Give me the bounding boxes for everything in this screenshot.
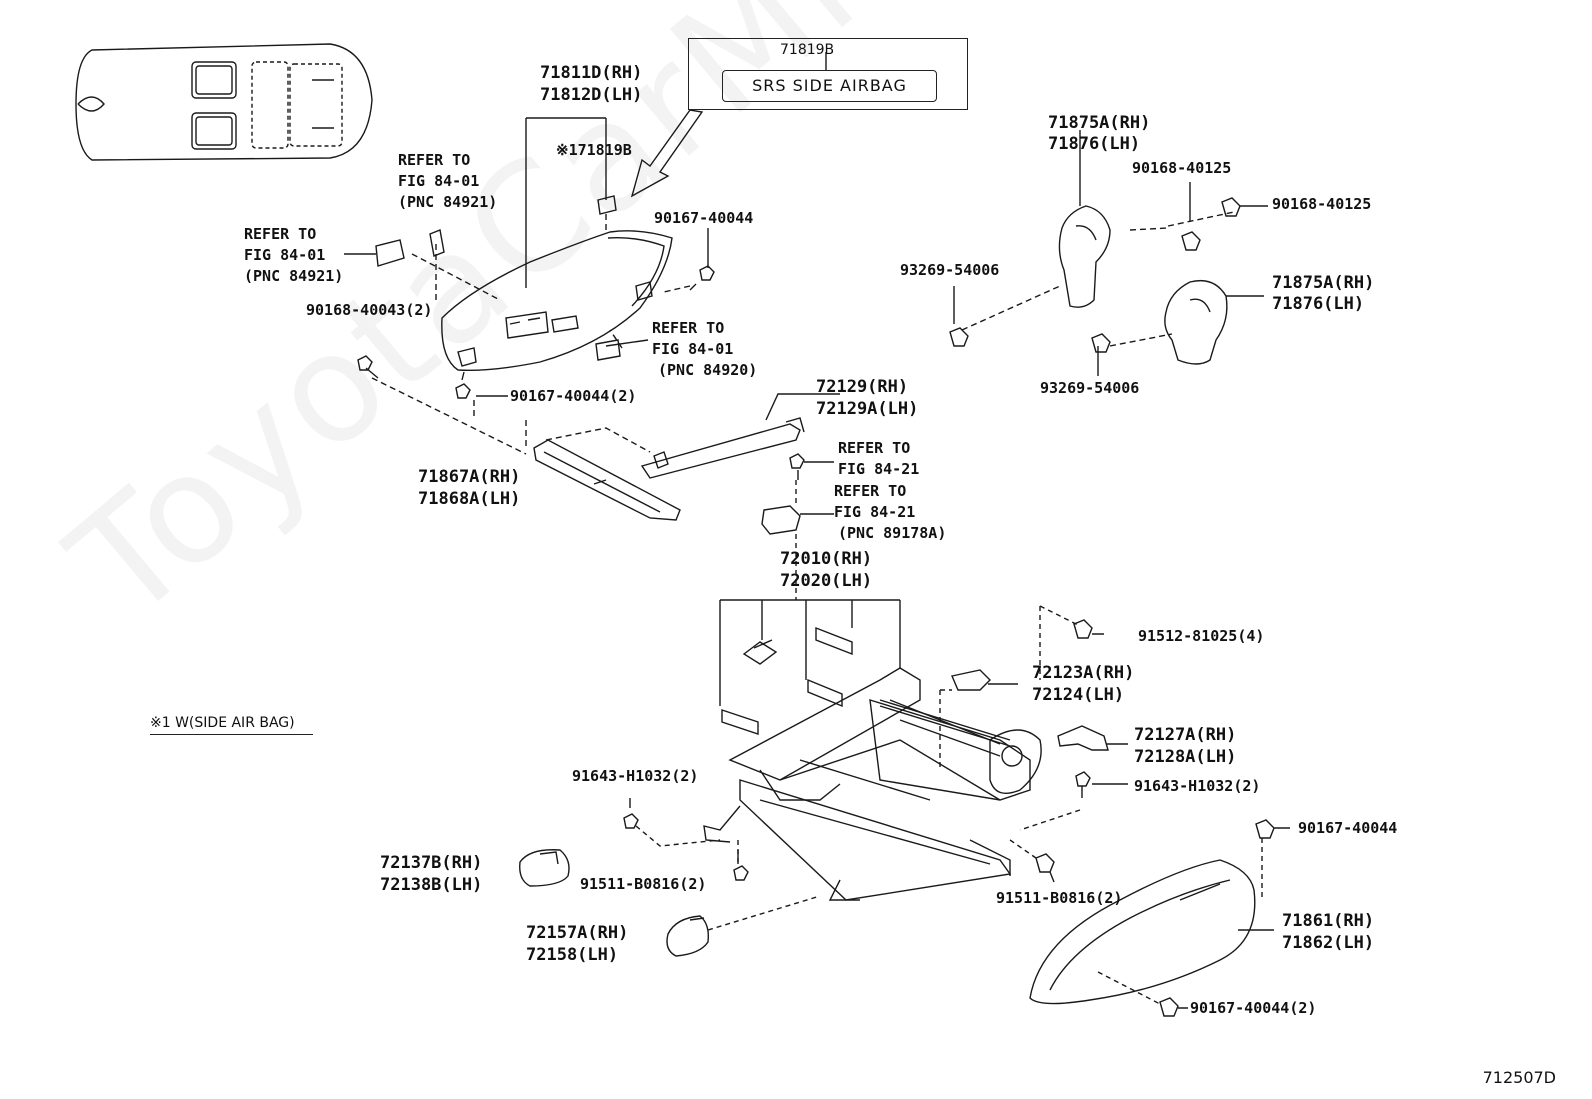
callout-71868A[interactable]: 71868A(LH) [418, 489, 521, 509]
airbag-label-box [688, 38, 968, 110]
bar-72129 [640, 417, 805, 479]
refer-fig[interactable]: FIG 84-21 [834, 503, 916, 521]
callout-91512-81025[interactable]: 91512-81025(4) [1138, 627, 1265, 645]
callout-90167-40044[interactable]: 90167-40044 [1298, 819, 1398, 837]
pin-parts [721, 626, 853, 735]
seat-track-frame [703, 667, 1042, 901]
callout-90167-40044[interactable]: 90167-40044 [654, 209, 754, 227]
refer-pnc: (PNC 84921) [244, 267, 344, 285]
cover-72137B [519, 849, 570, 887]
refer-label: REFER TO [652, 319, 725, 337]
airbag-label-text: SRS SIDE AIRBAG [722, 70, 937, 102]
refer-fig[interactable]: FIG 84-01 [398, 172, 480, 190]
refer-label: REFER TO [834, 482, 907, 500]
callout-90167-40044-2[interactable]: 90167-40044(2) [510, 387, 637, 405]
callout-171819B[interactable]: ※171819B [556, 141, 632, 159]
callout-72128A[interactable]: 72128A(LH) [1134, 747, 1237, 767]
callout-91643-H1032[interactable]: 91643-H1032(2) [1134, 777, 1261, 795]
refer-fig[interactable]: FIG 84-01 [652, 340, 734, 358]
callout-71875A[interactable]: 71875A(RH) [1048, 113, 1151, 133]
hinge-cover-lower [1164, 279, 1228, 365]
callout-90168-40125[interactable]: 90168-40125 [1132, 159, 1232, 177]
callout-72137B[interactable]: 72137B(RH) [380, 853, 483, 873]
cover-72157A [666, 915, 710, 957]
refer-label: REFER TO [398, 151, 471, 169]
refer-pnc: (PNC 84920) [658, 361, 758, 379]
callout-71812D[interactable]: 71812D(LH) [540, 85, 643, 105]
callout-72124[interactable]: 72124(LH) [1032, 685, 1125, 705]
cushion-side-shield [1029, 859, 1256, 1005]
callout-72129[interactable]: 72129(RH) [816, 377, 909, 397]
refer-label: REFER TO [838, 439, 911, 457]
callout-90168-40043[interactable]: 90168-40043(2) [306, 301, 433, 319]
airbag-label-code: 71819B [780, 42, 835, 58]
callout-71867A[interactable]: 71867A(RH) [418, 467, 521, 487]
refer-label: REFER TO [244, 225, 317, 243]
refer-fig[interactable]: FIG 84-01 [244, 246, 326, 264]
callout-72123A[interactable]: 72123A(RH) [1032, 663, 1135, 683]
callout-72129A[interactable]: 72129A(LH) [816, 399, 919, 419]
callout-72157A[interactable]: 72157A(RH) [526, 923, 629, 943]
seatback-side-cover [441, 230, 673, 372]
figure-id: 712507D [1482, 1068, 1556, 1087]
refer-pnc: (PNC 84921) [398, 193, 498, 211]
refer-pnc: (PNC 89178A) [838, 524, 947, 542]
callout-72127A[interactable]: 72127A(RH) [1134, 725, 1237, 745]
rail-cover-71867A [533, 439, 681, 521]
callout-72010[interactable]: 72010(RH) [780, 549, 873, 569]
callout-71876[interactable]: 71876(LH) [1048, 134, 1141, 154]
callout-71861[interactable]: 71861(RH) [1282, 911, 1375, 931]
car-location-icon [75, 43, 373, 161]
callout-71875A[interactable]: 71875A(RH) [1272, 273, 1375, 293]
callout-93269-54006[interactable]: 93269-54006 [1040, 379, 1140, 397]
callout-71862[interactable]: 71862(LH) [1282, 933, 1375, 953]
hinge-cover-upper [1058, 205, 1111, 308]
callout-91511-B0816[interactable]: 91511-B0816(2) [580, 875, 707, 893]
callout-71811D[interactable]: 71811D(RH) [540, 63, 643, 83]
callout-72020[interactable]: 72020(LH) [780, 571, 873, 591]
callout-71876[interactable]: 71876(LH) [1272, 294, 1365, 314]
callout-91643-H1032[interactable]: 91643-H1032(2) [572, 767, 699, 785]
footnote: ※1 W(SIDE AIR BAG) [150, 715, 313, 735]
callout-72138B[interactable]: 72138B(LH) [380, 875, 483, 895]
callout-93269-54006[interactable]: 93269-54006 [900, 261, 1000, 279]
callout-90167-40044-2[interactable]: 90167-40044(2) [1190, 999, 1317, 1017]
callout-91511-B0816[interactable]: 91511-B0816(2) [996, 889, 1123, 907]
callout-72158[interactable]: 72158(LH) [526, 945, 619, 965]
refer-fig[interactable]: FIG 84-21 [838, 460, 920, 478]
callout-90168-40125[interactable]: 90168-40125 [1272, 195, 1372, 213]
